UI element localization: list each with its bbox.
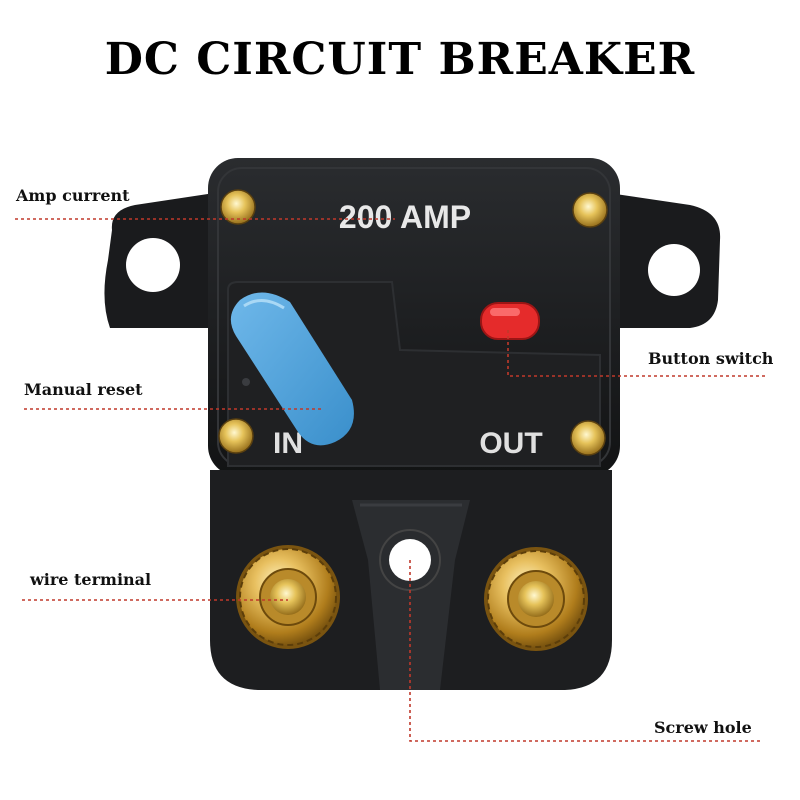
wire-terminal-in (236, 545, 340, 649)
callout-amp-current: Amp current (16, 186, 130, 205)
wire-terminal-out (484, 547, 588, 651)
leader-button-switch (507, 330, 766, 377)
mount-hole-right (648, 244, 700, 296)
corner-screw (572, 192, 608, 228)
mount-hole-left (126, 238, 180, 292)
callout-manual-reset: Manual reset (24, 380, 143, 399)
corner-screw (218, 418, 254, 454)
manual-reset-lever[interactable] (230, 292, 354, 446)
in-label: IN (273, 427, 303, 460)
amp-rating-text: 200 AMP (339, 199, 471, 235)
page-title: DC CIRCUIT BREAKER (104, 34, 696, 85)
corner-screw (220, 189, 256, 225)
corner-screw (570, 420, 606, 456)
leader-lines (15, 218, 766, 742)
out-label: OUT (479, 427, 542, 460)
callout-wire-terminal: wire terminal (30, 570, 152, 589)
leader-screw-hole (409, 560, 760, 742)
callout-button-switch: Button switch (648, 349, 774, 368)
callout-screw-hole: Screw hole (654, 718, 752, 737)
